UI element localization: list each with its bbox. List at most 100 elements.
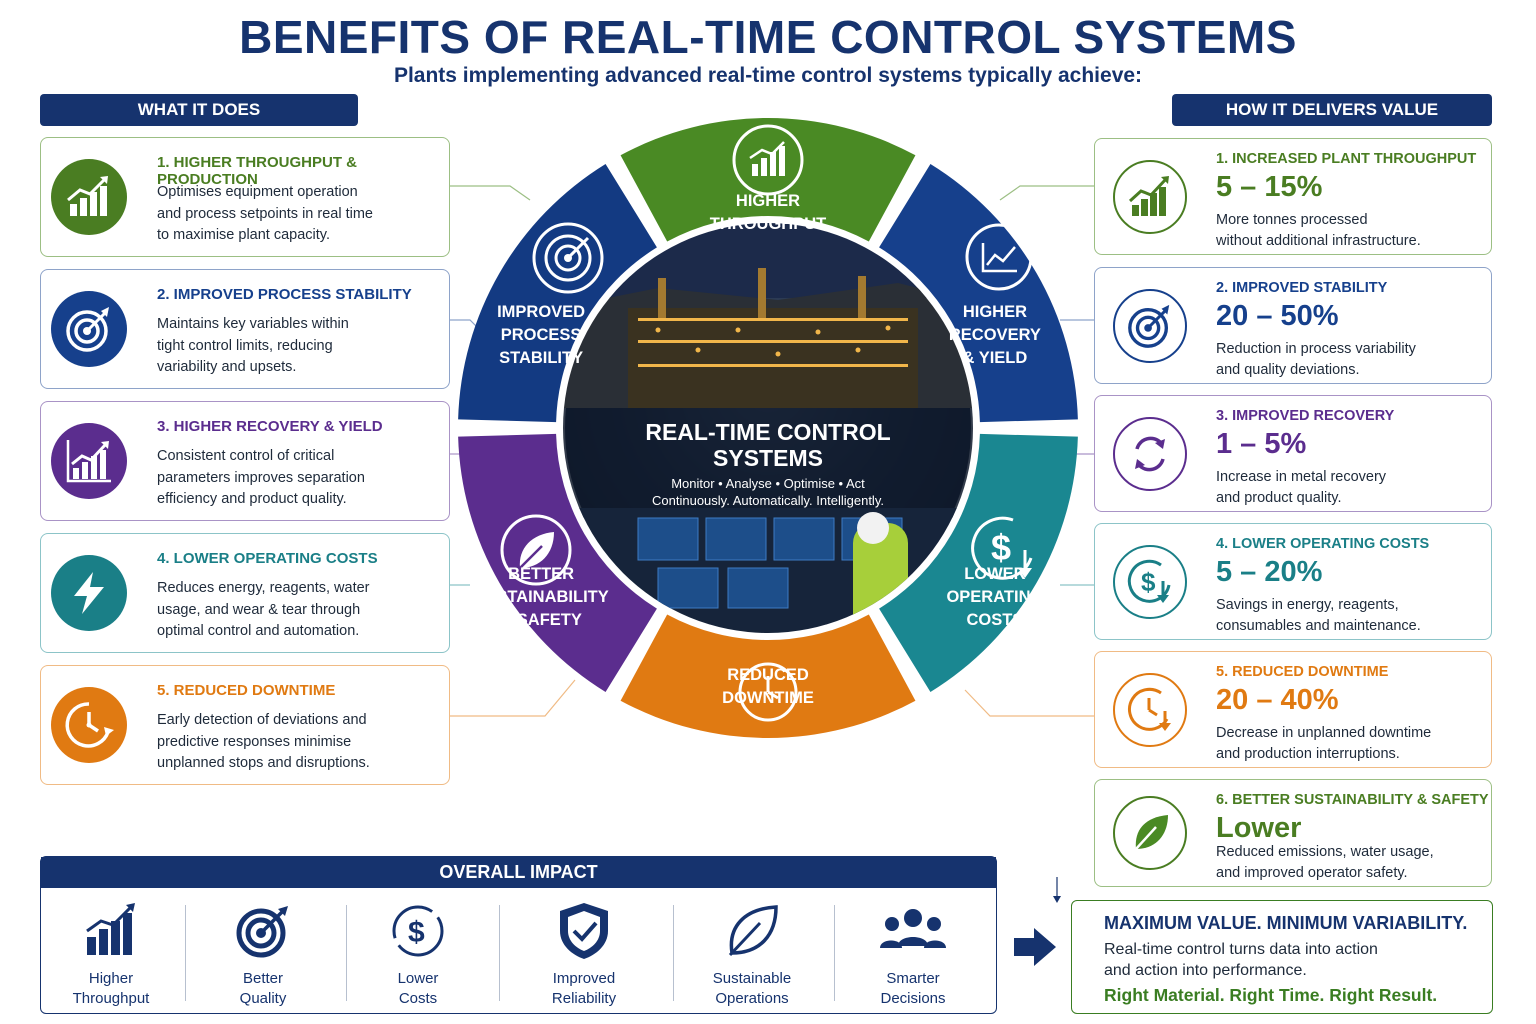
benefit-card-downtime: 5. REDUCED DOWNTIME Early detection of d… [40, 665, 450, 785]
conclusion-text: Real-time control turns data into action… [1104, 941, 1378, 979]
wheel-segment-label: COSTS [966, 611, 1023, 629]
card-title: 4. LOWER OPERATING COSTS [1216, 536, 1430, 552]
cycle-icon [1113, 416, 1187, 491]
clock-icon [51, 687, 127, 763]
center-title-line-2: SYSTEMS [713, 445, 823, 471]
card-description: Reduced emissions, water usage,and impro… [1216, 844, 1434, 881]
wheel-segment-higher-throughput [620, 118, 916, 242]
wheel-segment-label: OPERATING [946, 588, 1043, 606]
lightning-icon [51, 555, 127, 631]
center-subtitle-manner: Continuously. Automatically. Intelligent… [652, 493, 884, 508]
center-title-line-1: REAL-TIME CONTROL [645, 419, 890, 445]
wheel-segment-label: PROCESS [501, 326, 582, 344]
dollar-icon: $ [389, 901, 447, 961]
wheel-segment-label: STABILITY [499, 349, 583, 367]
card-value: 20 – 40% [1216, 684, 1339, 716]
wheel-segment-label: IMPROVED [497, 303, 585, 321]
value-card-costs: $ 4. LOWER OPERATING COSTS 5 – 20% Savin… [1094, 523, 1492, 640]
arrow-right-icon [1014, 928, 1056, 966]
divider [834, 905, 835, 1001]
card-title: 3. IMPROVED RECOVERY [1216, 408, 1395, 424]
page-subtitle: Plants implementing advanced real-time c… [393, 64, 1143, 87]
divider [673, 905, 674, 1001]
wheel-segment-label: BETTER [508, 565, 574, 583]
target-icon [532, 222, 604, 294]
growth-chart-icon [1113, 159, 1187, 234]
card-value: Lower [1216, 812, 1302, 844]
growth-chart-icon [51, 159, 127, 235]
clock-down-icon [1113, 672, 1187, 747]
card-title: 5. REDUCED DOWNTIME [157, 682, 336, 699]
wheel-segment-label: THROUGHPUT [710, 215, 826, 233]
benefit-card-recovery: 3. HIGHER RECOVERY & YIELD Consistent co… [40, 401, 450, 521]
svg-text:$: $ [991, 527, 1011, 568]
conclusion-tagline: Right Material. Right Time. Right Result… [1104, 985, 1438, 1005]
leaf-icon [500, 514, 572, 586]
value-card-stability: 2. IMPROVED STABILITY 20 – 50% Reduction… [1094, 267, 1492, 384]
benefit-card-costs: 4. LOWER OPERATING COSTS Reduces energy,… [40, 533, 450, 653]
benefit-wheel: REAL-TIME CONTROL SYSTEMS Monitor • Anal… [458, 118, 1078, 738]
card-value: 20 – 50% [1216, 300, 1339, 332]
divider [346, 905, 347, 1001]
center-subtitle-actions: Monitor • Analyse • Optimise • Act [671, 476, 865, 491]
line-chart-icon [965, 223, 1033, 291]
value-card-sustainability: 6. BETTER SUSTAINABILITY & SAFETY Lower … [1094, 779, 1492, 887]
leaf-icon [1113, 796, 1187, 870]
people-icon [878, 901, 948, 961]
card-title: 1. INCREASED PLANT THROUGHPUT [1216, 151, 1477, 167]
card-title: 2. IMPROVED STABILITY [1216, 280, 1388, 296]
wheel-segment-label: DOWNTIME [722, 689, 814, 707]
wheel-segment-lower-costs [879, 433, 1078, 693]
value-card-downtime: 5. REDUCED DOWNTIME 20 – 40% Decrease in… [1094, 651, 1492, 768]
card-title: 2. IMPROVED PROCESS STABILITY [157, 286, 412, 303]
wheel-segment-label: SUSTAINABILITY [473, 588, 608, 606]
wheel-segment-label: & SAFETY [500, 611, 582, 629]
dollar-down-icon: $ [971, 516, 1033, 580]
wheel-segment-better-sustainability [458, 433, 657, 693]
segment-icons: $ [500, 124, 1033, 722]
svg-text:$: $ [408, 916, 425, 949]
page-title: BENEFITS OF REAL-TIME CONTROL SYSTEMS [239, 11, 1297, 63]
conclusion-panel: MAXIMUM VALUE. MINIMUM VARIABILITY. Real… [1071, 900, 1493, 1014]
card-title: 5. REDUCED DOWNTIME [1216, 664, 1389, 680]
benefit-card-throughput: 1. HIGHER THROUGHPUT & PRODUCTION Optimi… [40, 137, 450, 257]
card-value: 1 – 5% [1216, 428, 1307, 460]
card-value: 5 – 20% [1216, 556, 1323, 588]
wheel-segment-label: LOWER [964, 565, 1025, 583]
chart-icon [51, 423, 127, 499]
wheel-segment-label: HIGHER [963, 303, 1027, 321]
how-it-delivers-value-heading: HOW IT DELIVERS VALUE [1172, 94, 1492, 126]
shield-check-icon [556, 901, 612, 961]
wheel-segment-label: REDUCED [727, 666, 809, 684]
divider [185, 905, 186, 1001]
card-title: 4. LOWER OPERATING COSTS [157, 550, 378, 567]
bar-chart-icon [83, 901, 139, 961]
value-card-throughput: 1. INCREASED PLANT THROUGHPUT 5 – 15% Mo… [1094, 138, 1492, 255]
target-icon [1113, 288, 1187, 363]
card-value: 5 – 15% [1216, 171, 1323, 203]
card-title: 6. BETTER SUSTAINABILITY & SAFETY [1216, 792, 1489, 808]
wheel-segment-label: & YIELD [963, 349, 1028, 367]
svg-text:$: $ [1141, 567, 1156, 597]
